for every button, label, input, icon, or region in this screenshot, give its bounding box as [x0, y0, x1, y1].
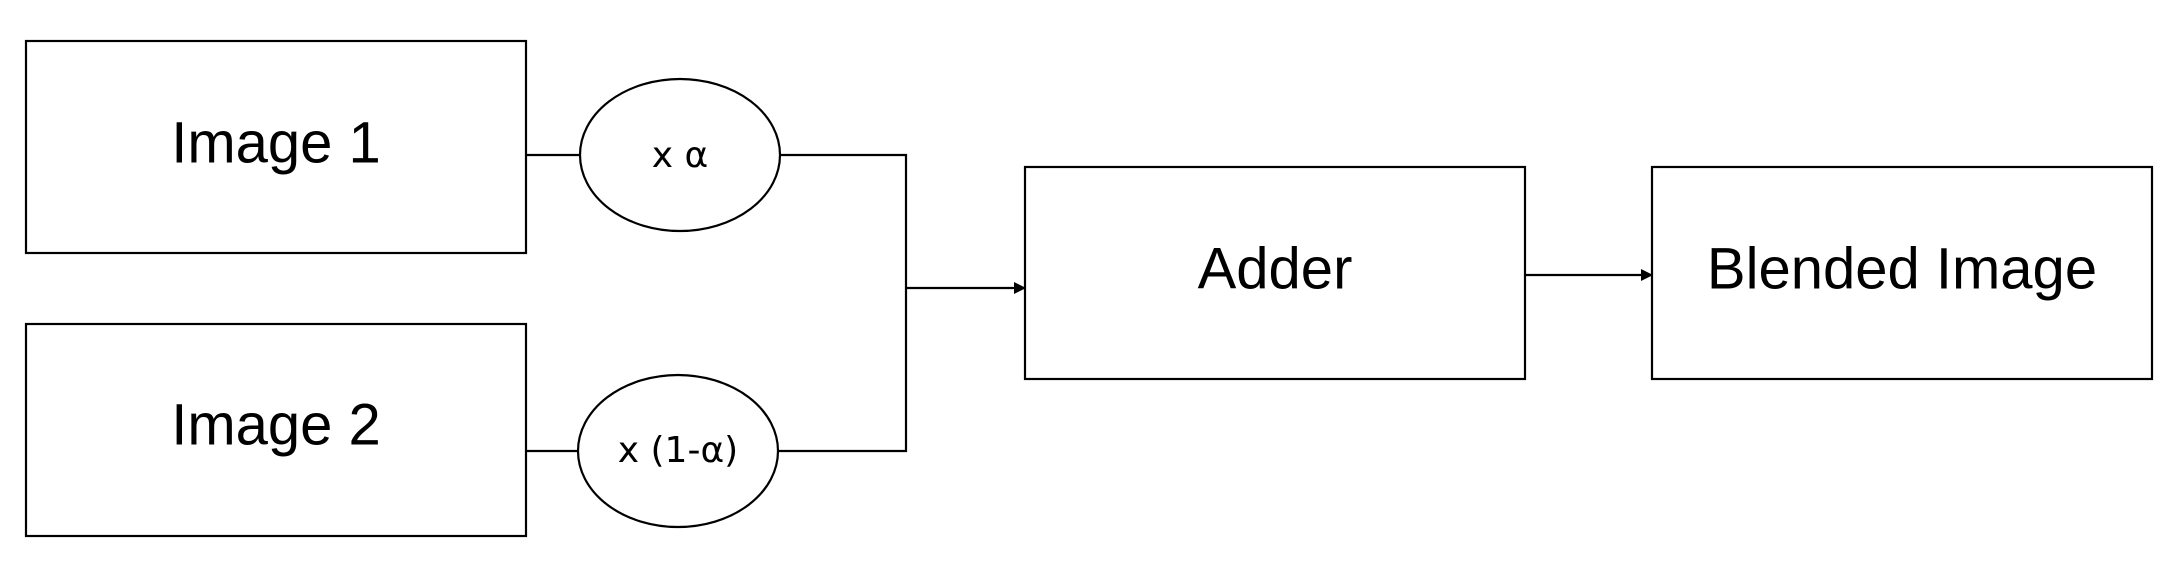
image2-box: Image 2 [24, 322, 528, 538]
multiplier2-output-line [778, 288, 908, 453]
multiplier1-label: x α [652, 135, 708, 176]
blended-image-label: Blended Image [1707, 236, 2097, 301]
image1-label: Image 1 [171, 110, 381, 175]
blended-image-box: Blended Image [1650, 165, 2154, 381]
multiplier1-node: x α [578, 77, 782, 233]
multiplier2-label: x (1-α) [618, 430, 738, 471]
adder-label: Adder [1198, 236, 1353, 301]
multiplier1-output-line [780, 153, 908, 288]
image1-box: Image 1 [24, 39, 528, 255]
adder-box: Adder [1023, 165, 1527, 381]
multiplier2-node: x (1-α) [576, 373, 780, 529]
image2-label: Image 2 [171, 392, 381, 457]
